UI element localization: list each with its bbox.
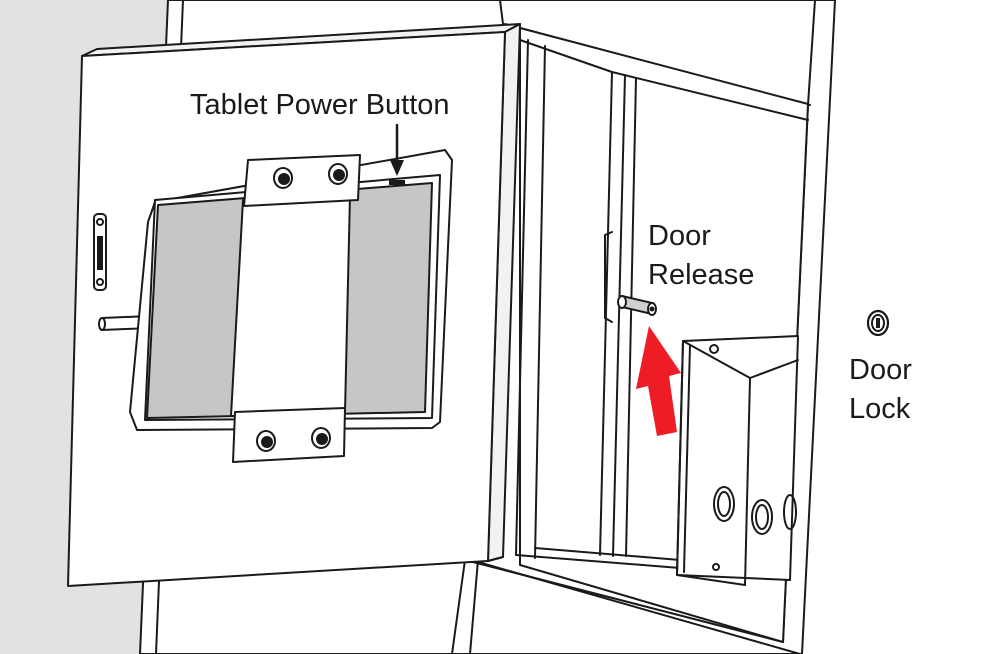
tablet-mount: [129, 149, 453, 463]
knockout-1: [713, 486, 735, 522]
tablet-power-button: [389, 180, 405, 185]
power-button-arrow-icon: [390, 123, 404, 176]
door-release-label-line1: Door: [648, 220, 711, 252]
door-lock-icon: [866, 309, 890, 337]
door-release-arrow-icon: [636, 326, 681, 436]
tablet-power-button-label: Tablet Power Button: [190, 89, 450, 121]
electrical-box: [676, 335, 799, 586]
door-lock-label-line1: Door: [849, 354, 912, 386]
knockout-3: [783, 494, 797, 530]
door-lock-label-line2: Lock: [849, 393, 911, 425]
knockout-2: [751, 499, 773, 535]
door-release-label-line2: Release: [648, 259, 755, 291]
door-release-pin: [617, 295, 657, 316]
